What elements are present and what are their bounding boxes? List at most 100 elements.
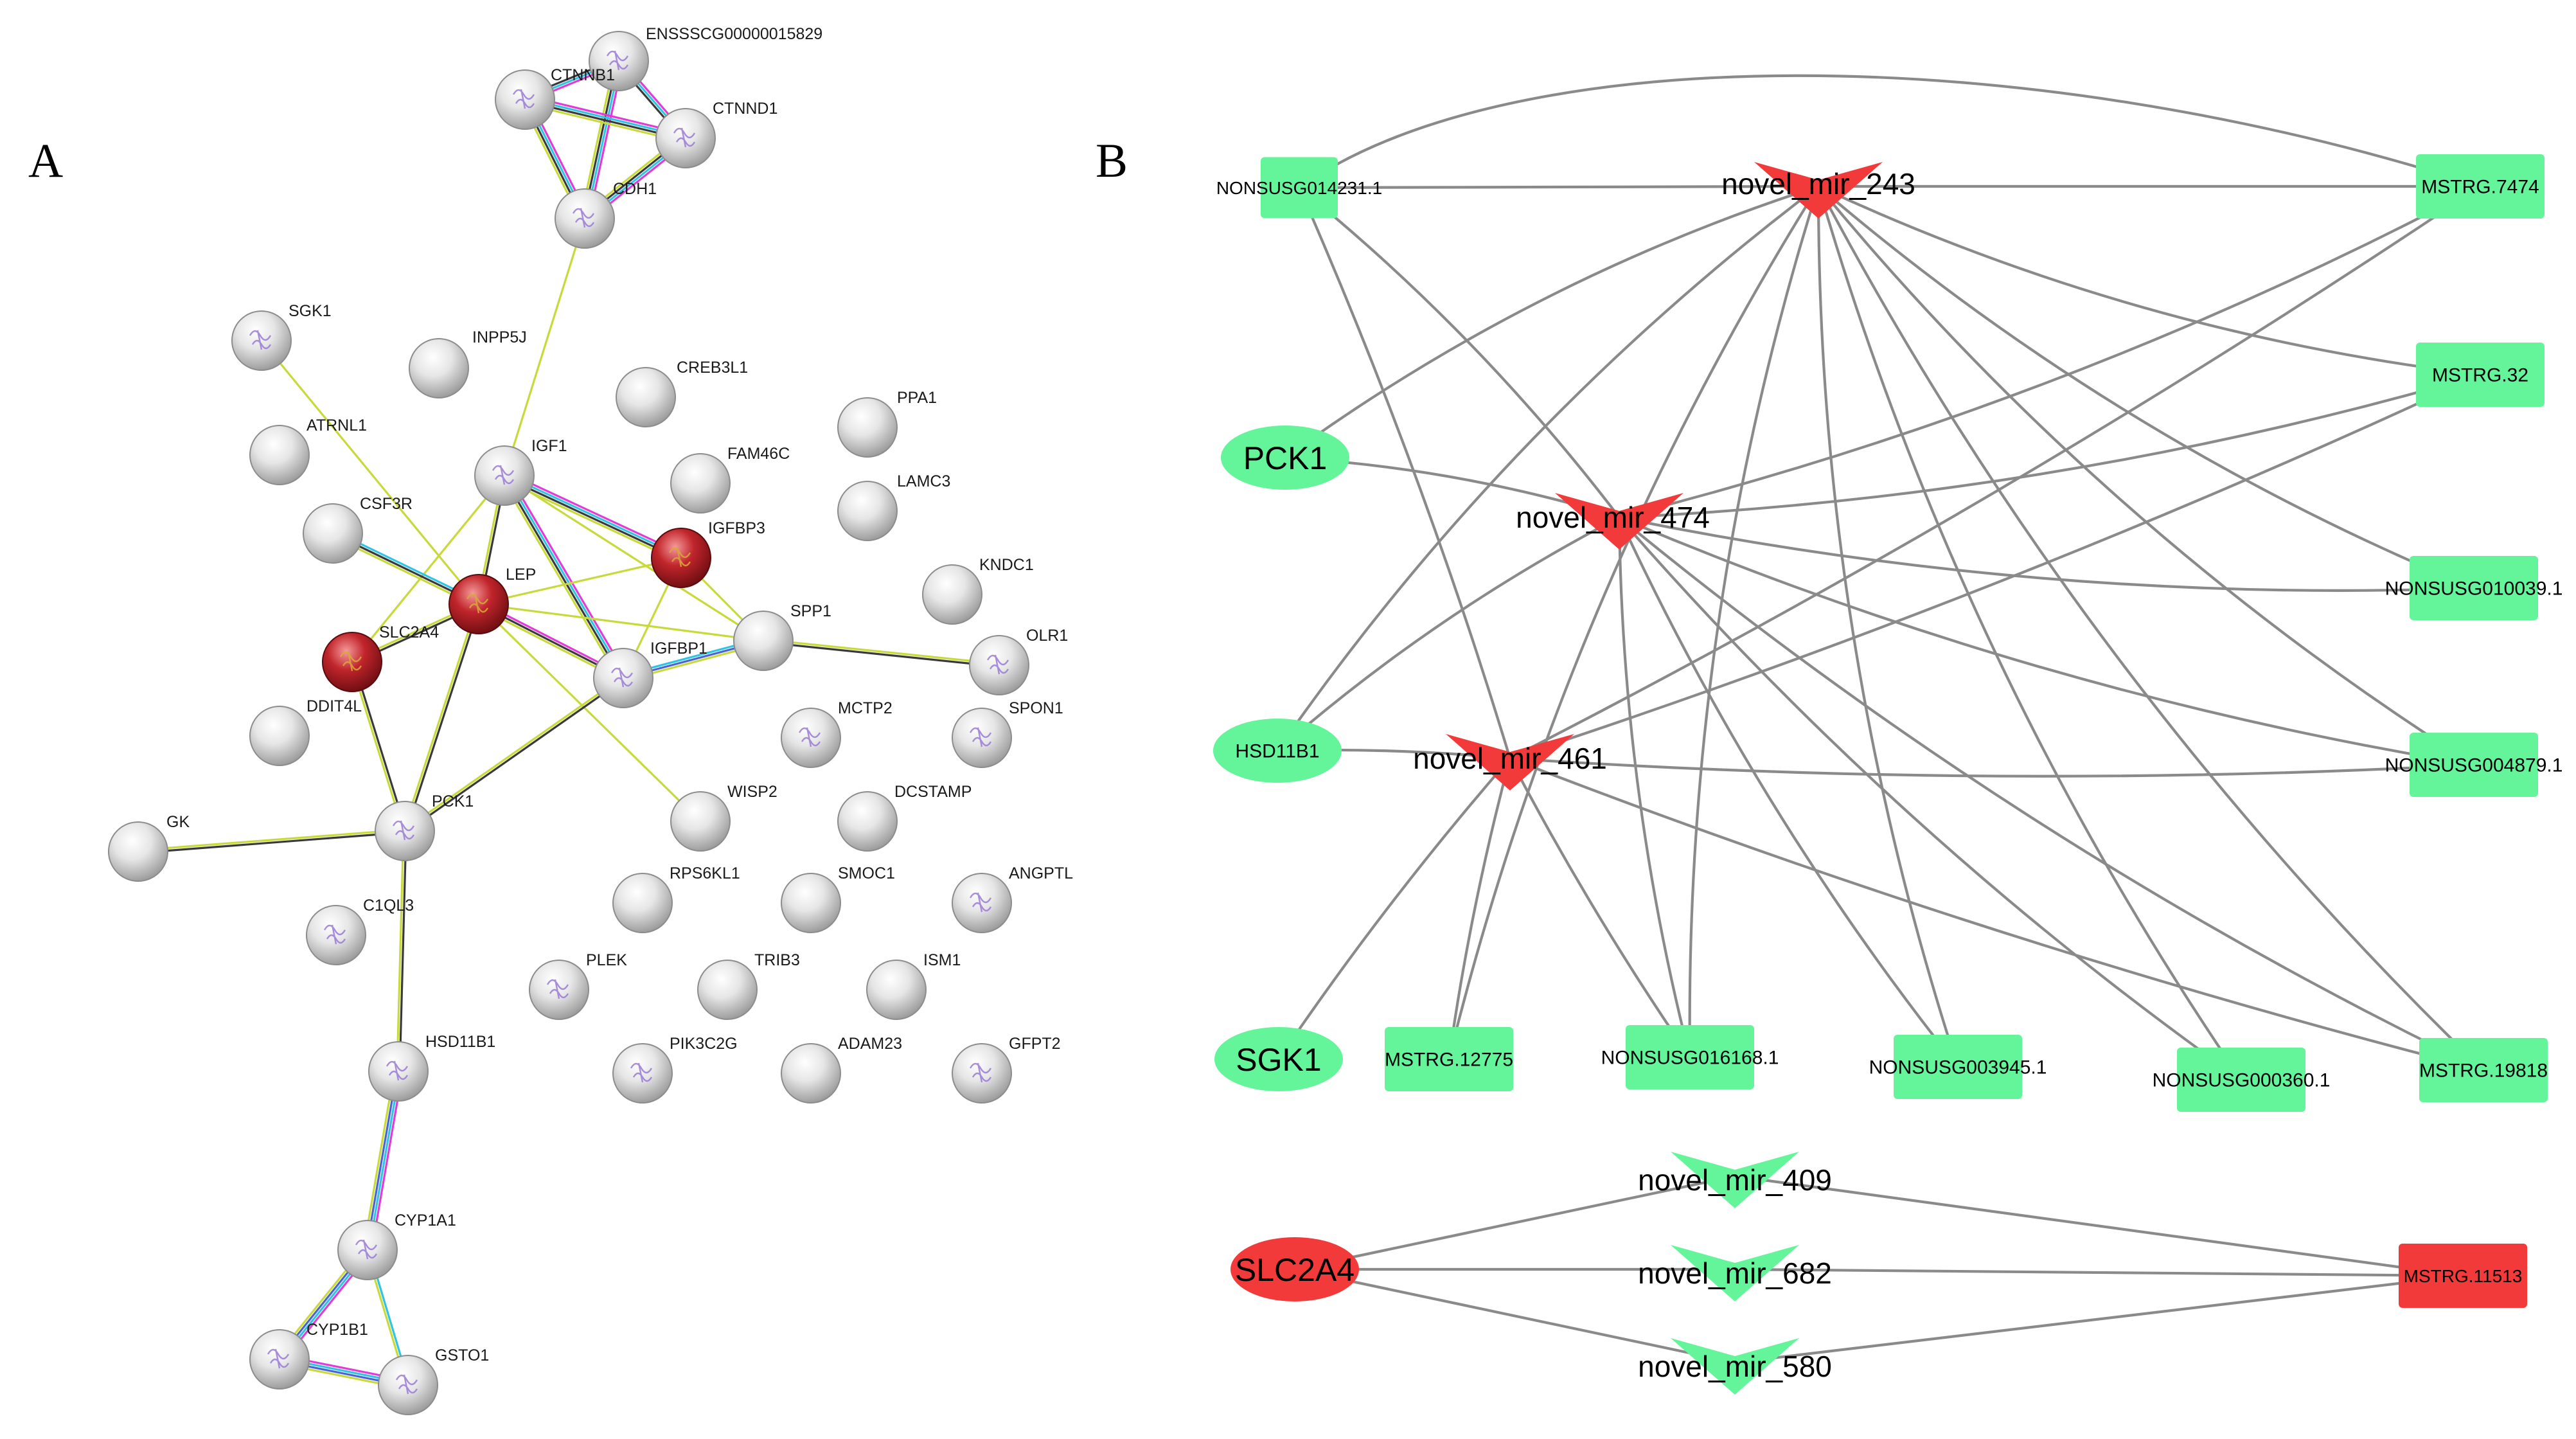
ppi-node-fam46c[interactable]: FAM46C [670,445,790,514]
network-node-mstrg-19818[interactable]: MSTRG.19818 [2419,1038,2548,1102]
ppi-edge-line-yellow [477,557,682,605]
network-node-nonsusg004879-1[interactable]: NONSUSG004879.1 [2385,733,2563,797]
protein-ball [733,611,794,671]
ppi-node-sgk1[interactable]: SGK1 [231,302,332,371]
network-node-novel-mir-243[interactable]: novel_mir_243 [1721,162,1915,219]
ppi-node-hsd11b1[interactable]: HSD11B1 [368,1033,495,1102]
ppi-node-adam23[interactable]: ADAM23 [781,1035,902,1104]
ppi-node-label: GSTO1 [435,1346,489,1364]
ppi-node-angptl[interactable]: ANGPTL [952,864,1073,933]
ppi-node-dcstamp[interactable]: DCSTAMP [837,783,972,852]
protein-ball [593,648,653,708]
protein-ball [612,1043,673,1104]
ppi-node-cyp1a1[interactable]: CYP1A1 [337,1211,456,1280]
network-node-pck1[interactable]: PCK1 [1221,425,1349,490]
ppi-edge-lep-pck1 [402,602,481,833]
ppi-edge-igf1-igfbp1 [499,472,628,681]
network-node-label: NONSUSG004879.1 [2385,755,2563,776]
ppi-node-kndc1[interactable]: KNDC1 [922,556,1034,625]
ppi-node-c1ql3[interactable]: C1QL3 [306,897,414,965]
ppi-node-label: INPP5J [472,328,527,346]
ppi-node-label: PIK3C2G [670,1035,738,1053]
ppi-node-label: CYP1B1 [306,1321,368,1339]
network-node-novel-mir-461[interactable]: novel_mir_461 [1413,734,1607,791]
network-node-nonsusg000360-1[interactable]: NONSUSG000360.1 [2153,1048,2331,1112]
ppi-edge-igf1-slc2a4 [351,474,506,663]
network-node-mstrg-11513[interactable]: MSTRG.11513 [2399,1244,2527,1308]
ppi-node-gsto1[interactable]: GSTO1 [378,1346,489,1415]
network-node-novel-mir-682[interactable]: novel_mir_682 [1638,1245,1832,1301]
network-edge-novel-mir-474-nonsusg004879-1 [1619,516,2474,767]
ppi-node-slc2a4[interactable]: SLC2A4 [322,623,439,692]
ppi-node-pck1[interactable]: PCK1 [375,792,474,861]
network-node-nonsusg010039-1[interactable]: NONSUSG010039.1 [2385,556,2563,620]
panel-label-b: B [1096,134,1128,188]
network-node-novel-mir-409[interactable]: novel_mir_409 [1638,1152,1832,1208]
ppi-node-lep[interactable]: LEP [449,566,536,634]
ppi-node-cdh1[interactable]: CDH1 [555,180,657,249]
ppi-node-spon1[interactable]: SPON1 [952,699,1063,768]
ppi-node-label: CYP1A1 [395,1211,456,1229]
protein-structure-icon [969,727,992,747]
protein-structure-icon [267,1348,290,1369]
network-edge-novel-mir-461-nonsusg016168-1 [1509,758,1691,1059]
network-edge-novel-mir-474-mstrg-32 [1619,373,2481,519]
ppi-node-label: DCSTAMP [894,783,972,801]
ppi-node-ddit4l[interactable]: DDIT4L [249,697,362,766]
ppi-node-cyp1b1[interactable]: CYP1B1 [249,1321,368,1390]
ppi-node-olr1[interactable]: OLR1 [969,627,1068,695]
ppi-node-label: IGFBP1 [650,639,707,657]
network-edge-novel-mir-409-mstrg-11513 [1734,1174,2464,1278]
ppi-node-igfbp3[interactable]: IGFBP3 [651,519,765,588]
ppi-node-mctp2[interactable]: MCTP2 [781,699,893,768]
network-edge-novel-mir-243-mstrg-32 [1818,185,2481,377]
ppi-node-csf3r[interactable]: CSF3R [303,495,413,564]
ppi-node-atrnl1[interactable]: ATRNL1 [249,416,367,485]
protein-ball [952,873,1012,933]
ppi-node-ppa1[interactable]: PPA1 [837,389,937,458]
ppi-node-plek[interactable]: PLEK [529,951,627,1020]
network-node-novel-mir-580[interactable]: novel_mir_580 [1638,1338,1832,1395]
ppi-node-rps6kl1[interactable]: RPS6KL1 [612,864,740,933]
ppi-node-igf1[interactable]: IGF1 [474,437,567,506]
ppi-node-ctnnb1[interactable]: CTNNB1 [495,66,615,130]
protein-ball [303,503,363,564]
ppi-edge-sgk1-lep [260,339,480,605]
ppi-node-smoc1[interactable]: SMOC1 [781,864,895,933]
network-node-mstrg-12775[interactable]: MSTRG.12775 [1385,1027,1513,1091]
network-node-nonsusg016168-1[interactable]: NONSUSG016168.1 [1601,1025,1779,1089]
ppi-node-lamc3[interactable]: LAMC3 [837,472,950,541]
network-node-slc2a4[interactable]: SLC2A4 [1230,1237,1359,1301]
ppi-node-label: IGF1 [531,437,567,455]
protein-structure-icon [512,89,535,109]
ppi-node-igfbp1[interactable]: IGFBP1 [593,639,707,708]
protein-ball [781,1043,841,1104]
ppi-node-wisp2[interactable]: WISP2 [670,783,777,852]
network-node-novel-mir-474[interactable]: novel_mir_474 [1516,493,1710,550]
ppi-node-spp1[interactable]: SPP1 [733,602,831,671]
ppi-node-gfpt2[interactable]: GFPT2 [952,1035,1061,1104]
network-edge-novel-mir-474-nonsusg014231-1 [1298,186,1621,519]
ppi-edge-line-cyan [368,1070,401,1251]
ppi-node-trib3[interactable]: TRIB3 [697,951,800,1020]
network-node-hsd11b1[interactable]: HSD11B1 [1213,719,1342,783]
ppi-node-ctnnd1[interactable]: CTNND1 [655,100,777,168]
network-node-nonsusg014231-1[interactable]: NONSUSG014231.1 [1216,157,1382,219]
ppi-edge-line-yellow [477,603,765,642]
lncrna-rect [2410,556,2538,620]
ppi-node-pik3c2g[interactable]: PIK3C2G [612,1035,738,1104]
ppi-edge-line-yellow [137,828,406,852]
gene-ellipse [1221,425,1349,490]
ppi-node-inpp5j[interactable]: INPP5J [409,328,527,398]
network-node-mstrg-7474[interactable]: MSTRG.7474 [2416,154,2545,219]
ppi-node-label: PPA1 [897,389,937,407]
ppi-edge-line-blue [365,1070,398,1251]
ppi-node-enssscg00000015829[interactable]: ENSSSCG00000015829 [589,25,822,91]
network-node-nonsusg003945-1[interactable]: NONSUSG003945.1 [1869,1035,2047,1099]
ppi-node-creb3l1[interactable]: CREB3L1 [616,359,748,427]
network-node-sgk1[interactable]: SGK1 [1214,1027,1343,1091]
network-node-mstrg-32[interactable]: MSTRG.32 [2416,343,2545,407]
network-node-label: MSTRG.7474 [2421,177,2539,198]
ppi-node-ism1[interactable]: ISM1 [866,951,961,1020]
ppi-node-gk[interactable]: GK [108,813,190,882]
